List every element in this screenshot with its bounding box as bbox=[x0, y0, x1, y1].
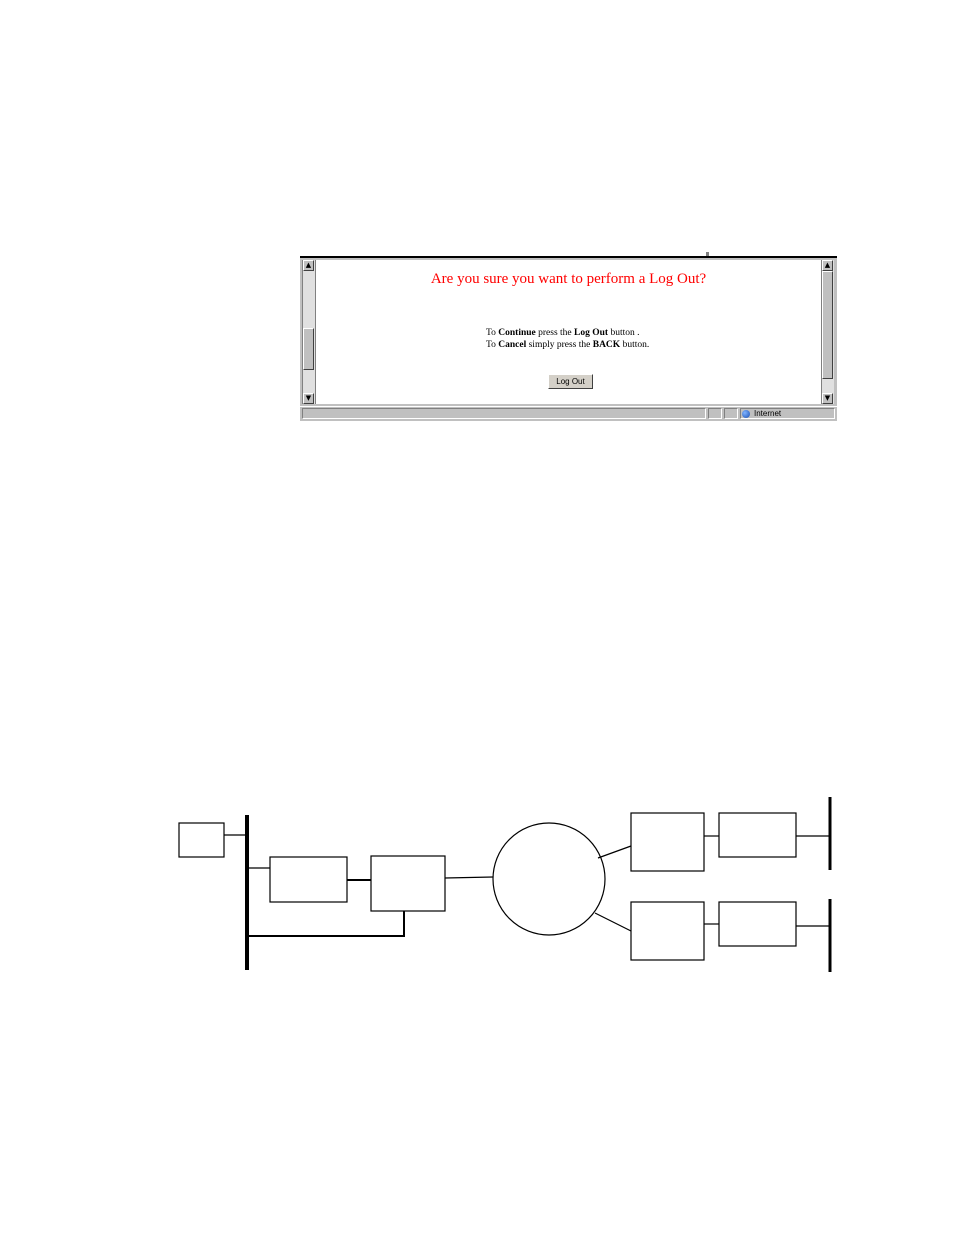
network-cloud-circle bbox=[492, 822, 606, 936]
scroll-down-arrow-icon[interactable]: ▼ bbox=[303, 393, 314, 404]
scroll-up-arrow-icon[interactable]: ▲ bbox=[303, 260, 314, 271]
zone-label: Internet bbox=[754, 409, 782, 418]
box-b-circle-link bbox=[444, 876, 494, 879]
scroll-down-arrow-icon[interactable]: ▼ bbox=[822, 393, 833, 404]
status-text-pane bbox=[302, 408, 706, 419]
log-out-button[interactable]: Log Out bbox=[548, 374, 593, 389]
continue-instruction: To Continue press the Log Out button . bbox=[486, 328, 640, 338]
page-content: Are you sure you want to perform a Log O… bbox=[315, 260, 821, 404]
box-e bbox=[630, 901, 705, 961]
circle-upper-link bbox=[597, 845, 632, 859]
status-progress-pane bbox=[708, 408, 722, 419]
left-scroll-thumb[interactable] bbox=[303, 328, 314, 370]
circle-lower-link bbox=[594, 912, 632, 932]
cancel-instruction: To Cancel simply press the BACK button. bbox=[486, 340, 650, 350]
window-tick-mark bbox=[706, 252, 709, 257]
status-bar: Internet bbox=[300, 406, 837, 421]
scroll-up-arrow-icon[interactable]: ▲ bbox=[822, 260, 833, 271]
small-box bbox=[178, 822, 225, 858]
right-scrollbar[interactable]: ▲ ▼ bbox=[821, 260, 834, 404]
left-scrollbar[interactable]: ▲ ▼ bbox=[302, 260, 315, 404]
browser-window: ▲ ▼ Are you sure you want to perform a L… bbox=[300, 256, 837, 421]
right-scroll-thumb[interactable] bbox=[822, 271, 833, 379]
feedback-line bbox=[247, 911, 405, 937]
globe-icon bbox=[742, 410, 750, 418]
status-security-pane bbox=[724, 408, 738, 419]
box-b bbox=[370, 855, 446, 912]
box-a bbox=[269, 856, 348, 903]
box-f bbox=[718, 901, 797, 947]
status-zone-pane bbox=[740, 408, 835, 419]
box-c bbox=[630, 812, 705, 872]
logout-confirmation-title: Are you sure you want to perform a Log O… bbox=[430, 271, 707, 287]
box-d bbox=[718, 812, 797, 858]
